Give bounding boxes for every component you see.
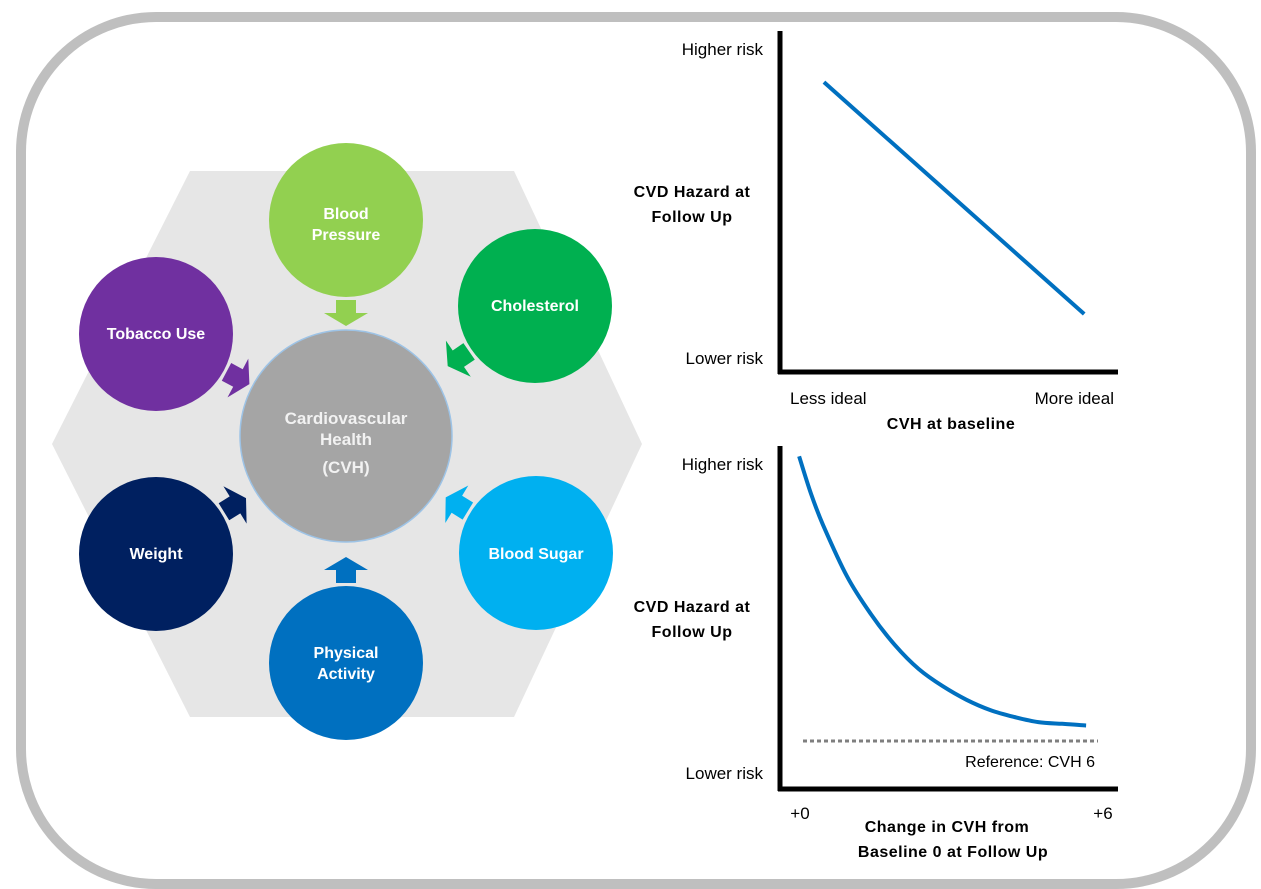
node-physical-activity: Physical Activity: [269, 586, 423, 740]
chart2-y-tick-high: Higher risk: [682, 455, 764, 474]
chart1-ylabel-line-1: CVD Hazard at: [634, 184, 751, 201]
arrow-icon-physical-activity: [324, 557, 368, 583]
arrow-icon-blood-pressure: [324, 300, 368, 326]
center-label-line-3: (CVH): [322, 458, 369, 477]
chart2-reference-label: Reference: CVH 6: [965, 754, 1095, 771]
node-circle-weight: [79, 477, 233, 631]
chart2-ylabel-line-2: Follow Up: [652, 624, 733, 641]
center-label-line-1: Cardiovascular: [285, 409, 408, 428]
node-blood-sugar: Blood Sugar: [459, 476, 613, 630]
node-weight: Weight: [79, 477, 233, 631]
node-label-blood-pressure-2: Pressure: [312, 227, 381, 244]
node-circle-cholesterol: [458, 229, 612, 383]
chart1-xlabel: CVH at baseline: [887, 416, 1015, 433]
node-label-physical-activity-2: Activity: [317, 666, 375, 683]
center-label-line-2: Health: [320, 430, 372, 449]
arrow-icon-weight: [218, 486, 247, 524]
node-blood-pressure: Blood Pressure: [269, 143, 423, 297]
node-circle-physical-activity: [269, 586, 423, 740]
node-circle-blood-sugar: [459, 476, 613, 630]
arrow-icon-blood-sugar: [445, 485, 474, 523]
chart2-x-tick-left: +0: [790, 804, 809, 823]
chart-change: Higher risk Lower risk CVD Hazard at Fol…: [634, 446, 1118, 861]
node-label-physical-activity-1: Physical: [314, 645, 379, 662]
chart1-y-tick-high: Higher risk: [682, 40, 764, 59]
chart-baseline: Higher risk Lower risk CVD Hazard at Fol…: [634, 31, 1118, 433]
node-label-cholesterol: Cholesterol: [491, 298, 579, 315]
node-circle-tobacco-use: [79, 257, 233, 411]
chart1-x-tick-right: More ideal: [1035, 389, 1114, 408]
arrow-icon-cholesterol: [445, 340, 475, 377]
node-label-tobacco-use: Tobacco Use: [107, 326, 206, 343]
node-label-blood-sugar: Blood Sugar: [488, 546, 583, 563]
chart1-x-tick-left: Less ideal: [790, 389, 867, 408]
chart1-ylabel-line-2: Follow Up: [652, 209, 733, 226]
chart2-xlabel-line-1: Change in CVH from: [865, 819, 1030, 836]
chart2-series-line: [797, 455, 1087, 728]
node-cholesterol: Cholesterol: [458, 229, 612, 383]
chart1-series-line: [822, 80, 1086, 316]
center-circle-cvh: [239, 329, 453, 543]
chart2-y-tick-low: Lower risk: [686, 764, 764, 783]
node-tobacco-use: Tobacco Use: [79, 257, 233, 411]
node-label-weight: Weight: [129, 546, 183, 563]
chart1-y-tick-low: Lower risk: [686, 349, 764, 368]
node-circle-blood-pressure: [269, 143, 423, 297]
chart2-x-tick-right: +6: [1093, 804, 1112, 823]
chart2-ylabel-line-1: CVD Hazard at: [634, 599, 751, 616]
chart2-xlabel-line-2: Baseline 0 at Follow Up: [858, 844, 1048, 861]
arrow-icon-tobacco-use: [221, 358, 250, 398]
node-label-blood-pressure-1: Blood: [323, 206, 368, 223]
